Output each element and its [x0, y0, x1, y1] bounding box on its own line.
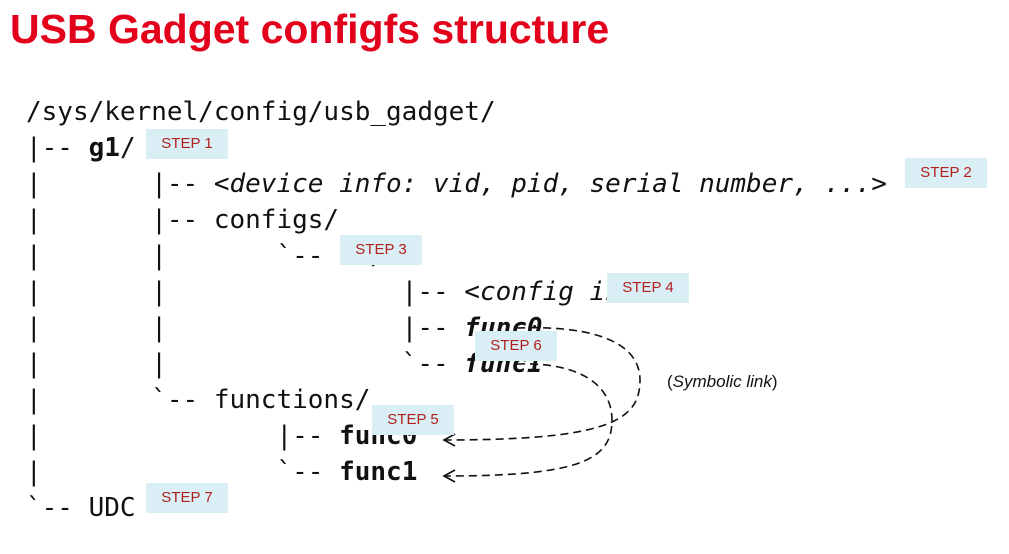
tree-row-device-info: | |-- <device info: vid, pid, serial num… — [26, 169, 887, 199]
tree-branch: | |-- — [26, 421, 340, 451]
node-function-func1: func1 — [339, 457, 418, 487]
step-4-label: STEP 4 — [607, 273, 689, 303]
tree-row-configs: | |-- configs/ — [26, 205, 340, 235]
tree-row-functions: | `-- functions/ — [26, 385, 371, 415]
tree-branch: |-- — [26, 133, 89, 163]
step-6-label: STEP 6 — [475, 331, 557, 361]
step-2-label: STEP 2 — [905, 158, 987, 188]
tree-row-function-func1: | `-- func1 — [26, 457, 417, 487]
tree-row-udc: `-- UDC — [26, 493, 136, 523]
tree-branch: | | `-- — [26, 241, 340, 271]
step-7-label: STEP 7 — [146, 483, 228, 513]
note-text: Symbolic link — [672, 372, 772, 391]
tree-slash: / — [119, 133, 136, 163]
tree-branch: | | |-- — [26, 277, 465, 307]
node-g1: g1 — [88, 133, 120, 163]
tree-row-g1: |-- g1/ — [26, 133, 136, 163]
root-path: /sys/kernel/config/usb_gadget/ — [26, 97, 496, 127]
arrowhead-func1 — [442, 469, 456, 483]
node-device-info: <device info: vid, pid, serial number, .… — [213, 169, 887, 199]
step-1-label: STEP 1 — [146, 129, 228, 159]
tree-branch: | | |-- — [26, 313, 465, 343]
note-paren-close: ) — [771, 372, 778, 391]
tree-branch: | `-- — [26, 457, 340, 487]
symlink-arrow-func1 — [444, 363, 613, 477]
page-title: USB Gadget configfs structure — [10, 6, 610, 52]
step-5-label: STEP 5 — [372, 405, 454, 435]
arrowhead-func0 — [442, 433, 456, 447]
step-3-label: STEP 3 — [340, 235, 422, 265]
symlink-arrow-func0 — [444, 326, 641, 441]
symbolic-link-note: (Symbolic link) — [667, 372, 778, 392]
note-paren-open: ( — [667, 372, 673, 391]
tree-branch: | |-- — [26, 169, 214, 199]
tree-branch: | | `-- — [26, 349, 465, 379]
